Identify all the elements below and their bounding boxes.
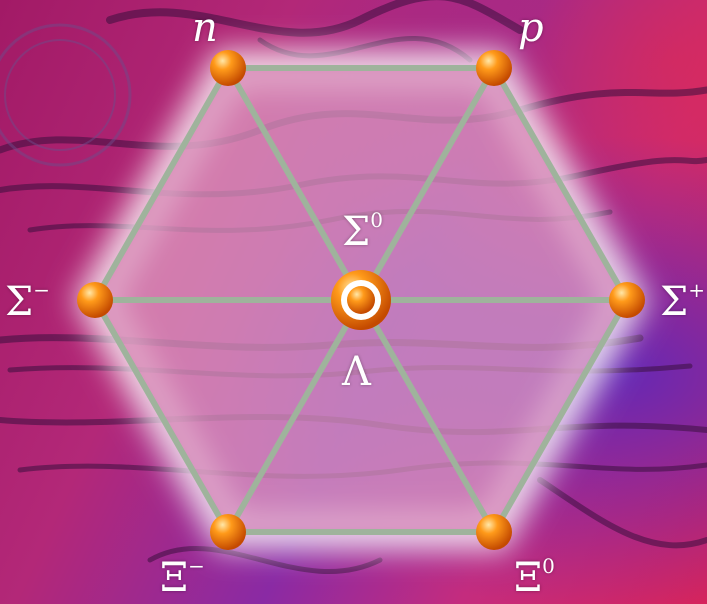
node-xi-minus [210, 514, 246, 550]
label-sigma-zero-charge: 0 [370, 208, 383, 232]
label-p: p [518, 8, 544, 48]
node-sigma-minus [77, 282, 113, 318]
node-xi-zero [476, 514, 512, 550]
node-p [476, 50, 512, 86]
label-xi-zero-symbol: Ξ [514, 555, 542, 601]
label-sigma-plus: Σ+ [660, 280, 705, 322]
label-sigma-minus-symbol: Σ [5, 279, 33, 325]
label-lambda-symbol: Λ [342, 349, 371, 395]
label-sigma-plus-symbol: Σ [660, 279, 688, 325]
node-n [210, 50, 246, 86]
label-sigma-plus-charge: + [688, 278, 705, 302]
label-xi-minus-symbol: Ξ [160, 555, 188, 601]
label-n-symbol: n [192, 5, 218, 51]
label-p-symbol: p [518, 5, 544, 51]
label-sigma-zero: Σ0 [342, 210, 383, 252]
label-xi-minus-charge: − [188, 554, 205, 578]
label-sigma-zero-symbol: Σ [342, 209, 370, 255]
node-center-sigma0-lambda [331, 270, 391, 330]
label-xi-minus: Ξ− [160, 556, 205, 598]
node-sigma-plus [609, 282, 645, 318]
label-lambda: Λ [342, 352, 371, 392]
label-n: n [192, 8, 218, 48]
label-xi-zero-charge: 0 [542, 554, 555, 578]
label-sigma-minus: Σ− [5, 280, 50, 322]
label-xi-zero: Ξ0 [514, 556, 555, 598]
label-sigma-minus-charge: − [33, 278, 50, 302]
